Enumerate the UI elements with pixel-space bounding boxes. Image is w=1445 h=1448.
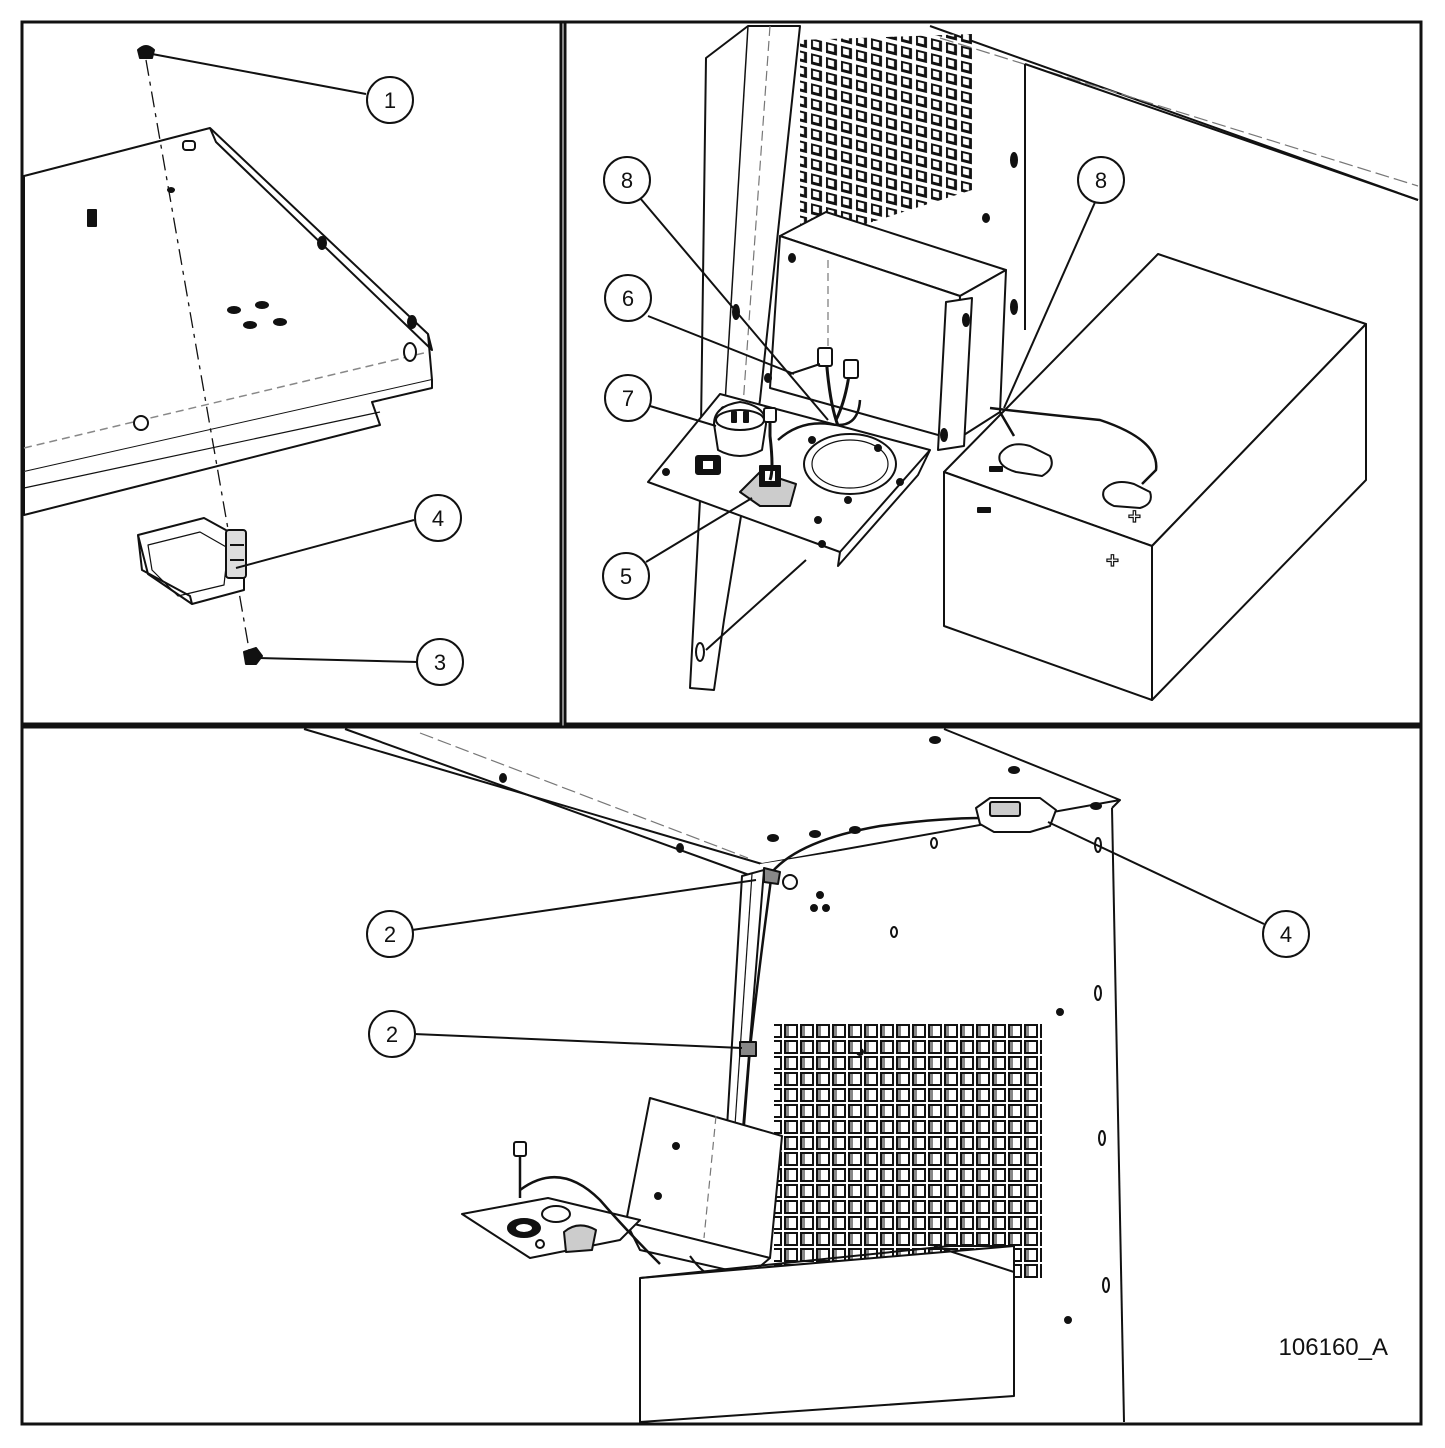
callout-4-top: 4 — [414, 494, 462, 542]
mount-post — [689, 25, 801, 691]
callout-4-bottom: 4 — [1262, 910, 1310, 958]
svg-text:4: 4 — [432, 506, 444, 531]
wire-terminal — [763, 407, 777, 423]
lid-panel — [23, 127, 433, 473]
callout-5: 5 — [602, 552, 650, 600]
callout-1: 1 — [366, 76, 414, 124]
circuit-breaker — [739, 471, 797, 507]
terminal-cap-negative — [998, 443, 1053, 477]
callout-3: 3 — [416, 638, 464, 686]
battery-side — [1151, 323, 1367, 701]
vent-grill — [774, 1022, 1042, 1278]
lid-lip — [23, 380, 433, 516]
battery-positive-mark-front: + — [1106, 548, 1119, 573]
svg-text:6: 6 — [622, 286, 634, 311]
lid-hole — [133, 415, 149, 431]
svg-text:2: 2 — [386, 1022, 398, 1047]
panel-top-right — [563, 20, 1423, 726]
box-bracket — [937, 297, 973, 451]
connector-plug — [817, 347, 833, 367]
svg-text:5: 5 — [620, 564, 632, 589]
callouts: 1 4 3 8 6 7 5 8 — [366, 76, 1310, 1058]
svg-text:7: 7 — [622, 386, 634, 411]
svg-text:8: 8 — [1095, 168, 1107, 193]
screw — [137, 45, 155, 59]
connector-plug — [843, 359, 859, 379]
battery-positive-mark: + — [1128, 504, 1141, 529]
terminal-cap-positive — [1102, 481, 1152, 509]
cable-clip — [739, 1041, 757, 1057]
panel-top-left — [20, 20, 563, 726]
panel-bottom-drawing — [303, 728, 1265, 1423]
svg-text:3: 3 — [434, 650, 446, 675]
svg-text:1: 1 — [384, 88, 396, 113]
callout-2-upper: 2 — [366, 910, 414, 958]
svg-text:2: 2 — [384, 922, 396, 947]
svg-text:4: 4 — [1280, 922, 1292, 947]
lid-screw-mark — [87, 209, 97, 227]
frame — [20, 20, 1423, 1426]
svg-text:8: 8 — [621, 168, 633, 193]
panel-bottom — [20, 725, 1423, 1426]
callout-8-right: 8 — [1077, 156, 1125, 204]
callout-6: 6 — [604, 274, 652, 322]
wire-terminal — [513, 1141, 527, 1157]
callout-8-left: 8 — [603, 156, 651, 204]
callout-2-lower: 2 — [368, 1010, 416, 1058]
mount-plate — [461, 1197, 641, 1259]
nut — [243, 647, 263, 665]
panel-top-left-drawing — [23, 45, 433, 665]
callout-7: 7 — [604, 374, 652, 422]
plate-hole — [803, 433, 897, 495]
battery-labels: + + — [1105, 503, 1141, 573]
vent-grill — [800, 34, 972, 245]
figure-id: 106160_A — [1279, 1334, 1388, 1361]
cable-clip — [763, 867, 781, 885]
lid-slot — [182, 140, 196, 151]
panel-top-right-drawing — [639, 25, 1419, 701]
